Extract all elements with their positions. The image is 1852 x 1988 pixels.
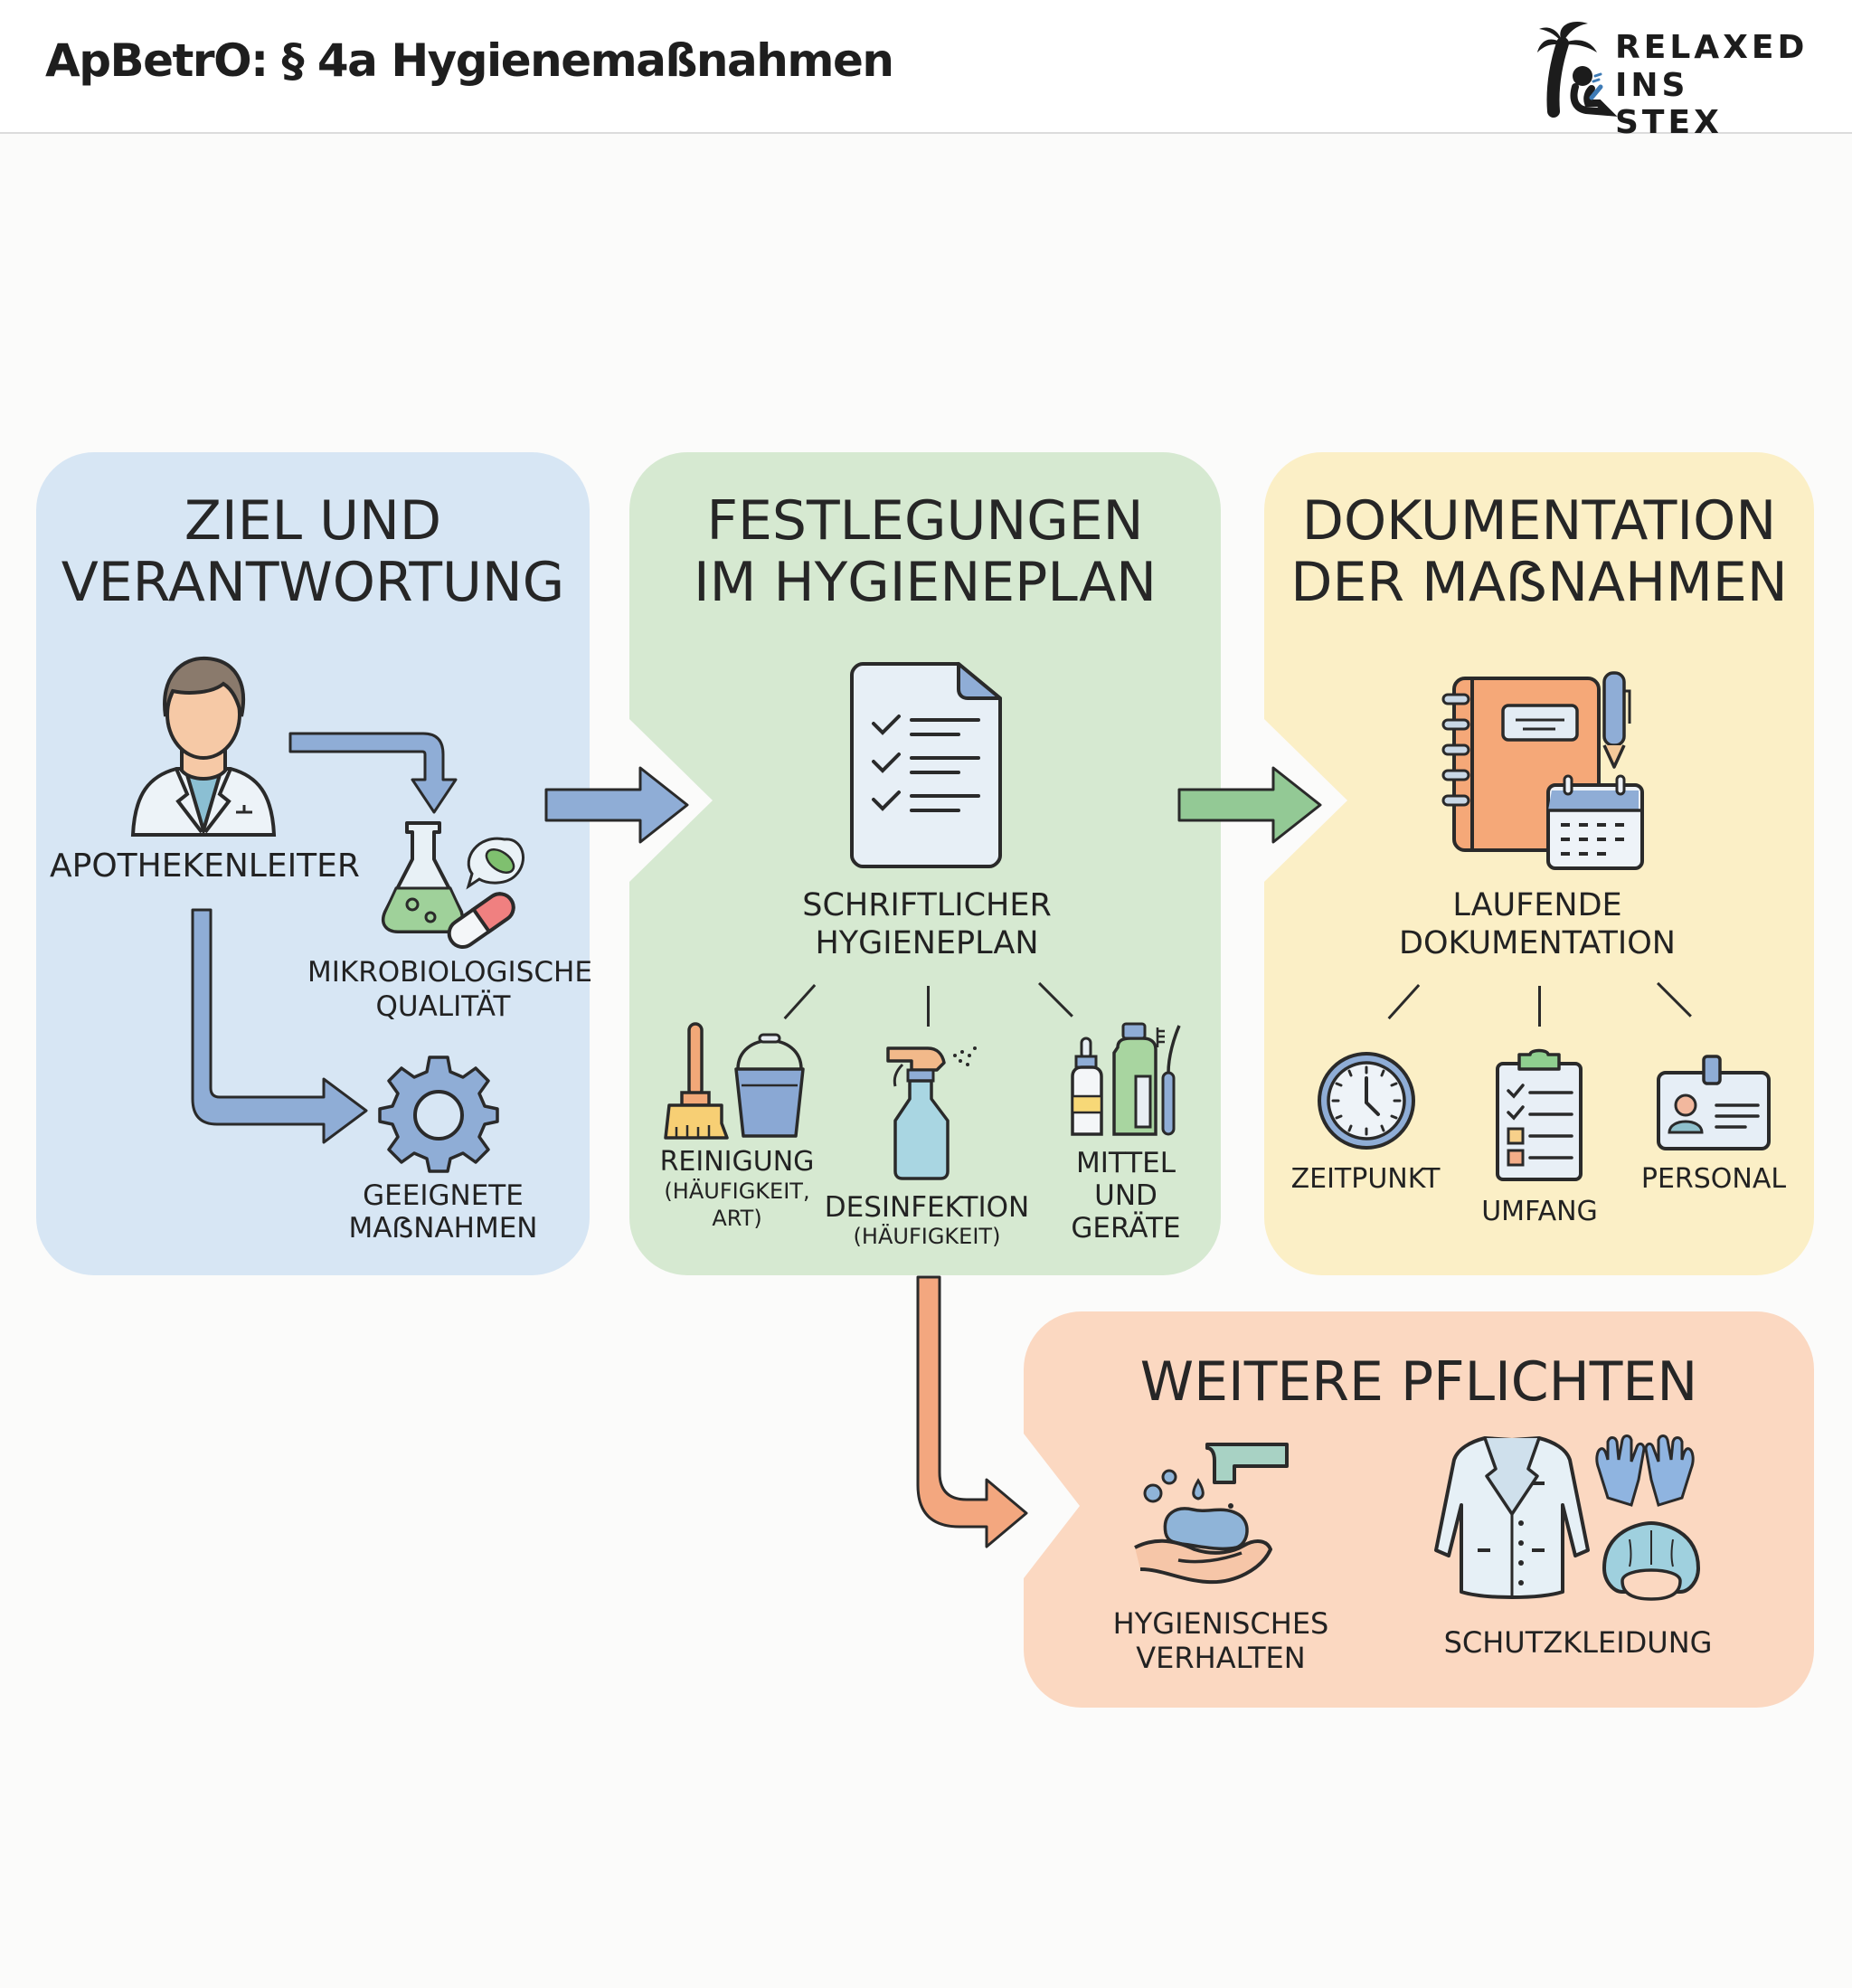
logo-line-2: INS STEX: [1615, 67, 1723, 141]
panel-weitere-pflichten: WEITERE PFLICHTEN: [1024, 1311, 1814, 1708]
label-subline: (HÄUFIGKEIT): [853, 1224, 1001, 1249]
apothekenleiter-label: APOTHEKENLEITER: [50, 847, 360, 885]
panel-title: FESTLEGUNGEN IM HYGIENEPLAN: [629, 490, 1221, 613]
label-line: REINIGUNG: [659, 1146, 815, 1178]
panel-title-line: IM HYGIENEPLAN: [693, 551, 1158, 614]
connector-line: [927, 986, 930, 1027]
label-line: LAUFENDE: [1452, 887, 1622, 923]
panel-title: ZIEL UND VERANTWORTUNG: [36, 490, 590, 613]
gear-icon: [378, 1056, 499, 1173]
zeitpunkt-label: ZEITPUNKT: [1290, 1163, 1441, 1195]
geeignete-massnahmen-label: GEEIGNETE MAẞNAHMEN: [326, 1179, 561, 1245]
hand-washing-icon: [1134, 1443, 1289, 1585]
label-line: DESINFEKTION: [824, 1191, 1030, 1224]
header-bar: ApBetrO: § 4a Hygienemaßnahmen RELAXED I…: [0, 0, 1852, 141]
label-line: HYGIENEPLAN: [815, 925, 1039, 961]
page-title: ApBetrO: § 4a Hygienemaßnahmen: [45, 34, 894, 87]
label-line: VERHALTEN: [1136, 1641, 1306, 1675]
schutzkleidung-label: SCHUTZKLEIDUNG: [1443, 1625, 1713, 1660]
panel-title: WEITERE PFLICHTEN: [1139, 1350, 1698, 1414]
bottles-tools-icon: [1071, 1022, 1181, 1136]
panel-title-line: DER MAẞNAHMEN: [1290, 551, 1788, 614]
label-subline: (HÄUFIGKEIT,: [664, 1179, 810, 1204]
desinfektion-label: DESINFEKTION (HÄUFIGKEIT): [818, 1192, 1035, 1250]
brush-bucket-icon: [664, 1022, 805, 1140]
flask-bacteria-capsule-icon: [381, 821, 524, 950]
panel-notch: [1024, 1434, 1080, 1578]
arrow-to-quality: [288, 732, 458, 814]
label-line: MAẞNAHMEN: [348, 1212, 538, 1245]
checklist-document-icon: [850, 662, 1002, 868]
mikrobiologische-qualitaet-label: MIKROBIOLOGISCHE QUALITÄT: [307, 955, 592, 1024]
panel-title-line: DOKUMENTATION: [1301, 489, 1777, 553]
label-line: UND GERÄTE: [1071, 1179, 1181, 1245]
panel-title-line: FESTLEGUNGEN: [706, 489, 1144, 553]
hygienisches-verhalten-label: HYGIENISCHES VERHALTEN: [1094, 1606, 1347, 1675]
id-badge-icon: [1657, 1055, 1771, 1150]
clipboard-checklist-icon: [1496, 1048, 1583, 1181]
label-subline: ART): [712, 1206, 762, 1231]
panel-title-line: ZIEL UND: [184, 489, 442, 553]
schriftlicher-hygieneplan-label: SCHRIFTLICHER HYGIENEPLAN: [751, 886, 1103, 962]
label-line: MITTEL: [1075, 1147, 1176, 1179]
label-line: QUALITÄT: [375, 990, 511, 1023]
mittel-geraete-label: MITTEL UND GERÄTE: [1040, 1147, 1212, 1245]
label-line: GEEIGNETE: [363, 1179, 524, 1212]
logo-line-1: RELAXED: [1615, 29, 1809, 66]
label-line: MIKROBIOLOGISCHE: [307, 956, 592, 989]
flow-arrow-blue-to-green: [544, 766, 689, 844]
spray-bottle-icon: [886, 1046, 977, 1180]
panel-title-line: VERANTWORTUNG: [61, 551, 565, 614]
lab-coat-gloves-cap-icon: [1434, 1434, 1701, 1601]
brand-logo[interactable]: RELAXED INS STEX: [1535, 16, 1809, 141]
label-line: SCHRIFTLICHER: [802, 887, 1052, 923]
connector-line: [1538, 986, 1541, 1027]
label-line: DOKUMENTATION: [1399, 925, 1676, 961]
clock-icon: [1318, 1052, 1415, 1150]
flow-arrow-green-to-yellow: [1177, 766, 1322, 844]
reinigung-label: REINIGUNG (HÄUFIGKEIT, ART): [647, 1147, 827, 1232]
flow-arrow-green-to-peach: [916, 1275, 1028, 1548]
palm-tree-reader-icon: [1537, 22, 1618, 118]
label-line: HYGIENISCHES: [1112, 1606, 1329, 1641]
panel-title: DOKUMENTATION DER MAẞNAHMEN: [1264, 490, 1814, 613]
pharmacist-icon: [130, 656, 277, 838]
personal-label: PERSONAL: [1640, 1163, 1787, 1195]
arrow-to-measures: [191, 908, 368, 1144]
laufende-dokumentation-label: LAUFENDE DOKUMENTATION: [1375, 886, 1700, 962]
notebook-calendar-icon: [1441, 671, 1644, 870]
umfang-label: UMFANG: [1481, 1196, 1598, 1227]
